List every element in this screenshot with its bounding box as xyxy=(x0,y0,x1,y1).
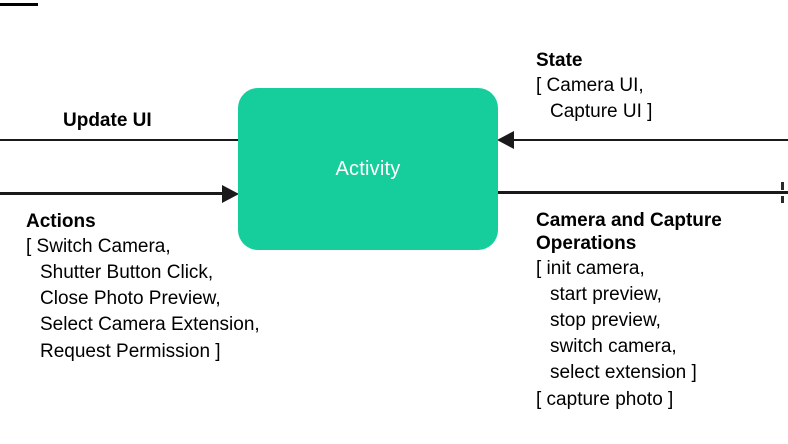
list-item: start preview, xyxy=(550,283,662,305)
list-item: Shutter Button Click, xyxy=(40,262,214,284)
block-list-actions: [ Switch Camera, Shutter Button Click, C… xyxy=(26,234,260,365)
edge-line-update-ui xyxy=(0,139,245,141)
list-item: select extension ] xyxy=(550,362,697,384)
list-item: [ Camera UI, xyxy=(536,74,644,96)
block-list-operations: [ init camera, start preview, stop previ… xyxy=(536,256,762,413)
list-item: [ Switch Camera, xyxy=(26,235,171,257)
text-block-actions: Actions [ Switch Camera, Shutter Button … xyxy=(26,211,260,365)
edge-tick-artifact-bottom xyxy=(781,196,784,203)
edge-line-actions xyxy=(0,192,225,195)
text-block-operations: Camera and Capture Operations [ init cam… xyxy=(536,210,762,413)
arrowhead-actions-into-activity xyxy=(222,185,239,203)
list-item: [ capture photo ] xyxy=(536,388,674,410)
edge-tick-artifact-top xyxy=(781,182,784,190)
block-title-actions: Actions xyxy=(26,211,96,232)
edge-label-update-ui: Update UI xyxy=(63,110,152,131)
list-item: Close Photo Preview, xyxy=(40,288,221,310)
list-item: [ init camera, xyxy=(536,257,645,279)
list-item: Request Permission ] xyxy=(40,340,221,362)
list-item: Capture UI ] xyxy=(550,101,653,123)
edge-line-operations xyxy=(497,191,788,194)
crop-edge-artifact xyxy=(0,3,38,6)
text-block-state: State [ Camera UI, Capture UI ] xyxy=(536,50,652,125)
block-title-state: State xyxy=(536,50,583,71)
list-item: stop preview, xyxy=(550,310,661,332)
block-list-state: [ Camera UI, Capture UI ] xyxy=(536,73,652,125)
edge-line-state xyxy=(513,139,788,141)
arrowhead-state-into-activity xyxy=(497,131,514,149)
list-item: switch camera, xyxy=(550,336,677,358)
list-item: Select Camera Extension, xyxy=(40,314,260,336)
block-title-operations: Camera and Capture Operations xyxy=(536,210,722,254)
activity-node[interactable]: Activity xyxy=(238,88,498,250)
activity-node-label: Activity xyxy=(335,158,401,180)
